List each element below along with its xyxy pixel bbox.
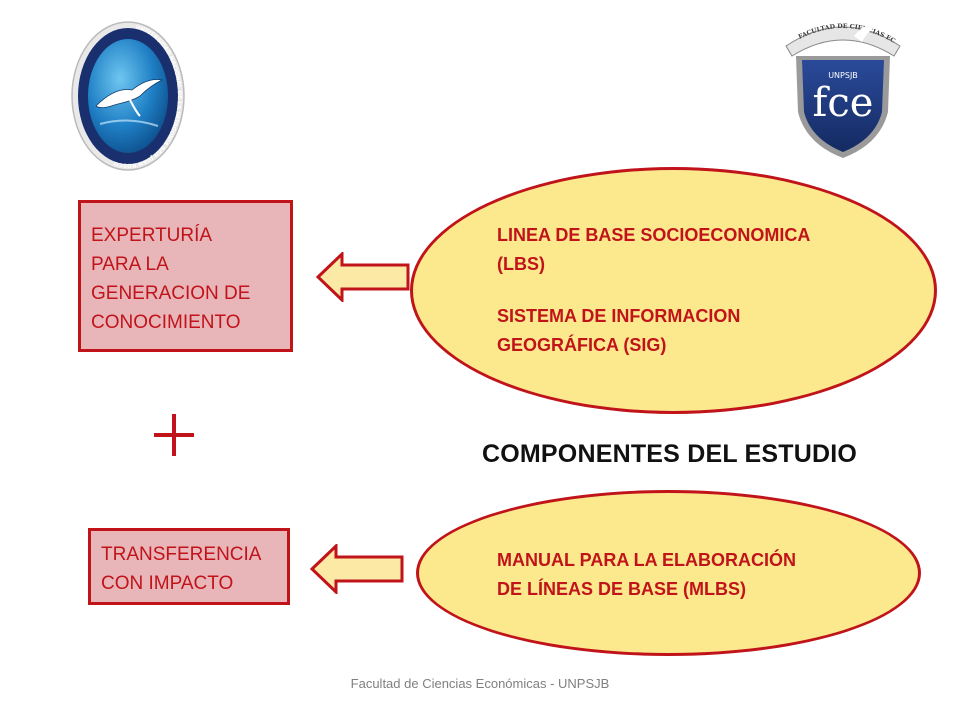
unpsjb-logo: UNIVERSIDAD NACIONAL DE LA PATAGONIA SAN… [70, 20, 186, 172]
sig-line-1: SISTEMA DE INFORMACION [497, 306, 741, 326]
fce-sub-text: UNPSJB [828, 71, 858, 80]
transfer-box: TRANSFERENCIA CON IMPACTO [88, 528, 290, 605]
left-arrow-icon [310, 544, 404, 594]
expertise-line-3: GENERACION DE [91, 283, 251, 304]
fce-letters: fce [813, 80, 874, 126]
transfer-line-2: CON IMPACTO [101, 573, 234, 594]
expertise-line-4: CONOCIMIENTO [91, 312, 241, 333]
components-ellipse-bottom [416, 490, 921, 656]
fce-logo: FACULTAD DE CIENCIAS ECONOMICAS UNPSJB f… [777, 7, 906, 162]
transfer-line-1: TRANSFERENCIA [101, 544, 262, 565]
mlbs-line-1: MANUAL PARA LA ELABORACIÓN [497, 550, 796, 570]
components-top-text: LINEA DE BASE SOCIOECONOMICA (LBS) SISTE… [497, 221, 810, 360]
expertise-box: EXPERTURÍA PARA LA GENERACION DE CONOCIM… [78, 200, 293, 352]
spacer [497, 279, 810, 302]
mlbs-line-2: DE LÍNEAS DE BASE (MLBS) [497, 579, 747, 599]
sig-line-2: GEOGRÁFICA (SIG) [497, 335, 667, 355]
components-ellipse-top [410, 167, 937, 414]
section-title: COMPONENTES DEL ESTUDIO [482, 440, 858, 468]
expertise-line-1: EXPERTURÍA [91, 225, 213, 246]
fce-shield-icon: FACULTAD DE CIENCIAS ECONOMICAS UNPSJB f… [777, 7, 901, 158]
components-bottom-text: MANUAL PARA LA ELABORACIÓN DE LÍNEAS DE … [497, 546, 796, 604]
unpsjb-seal-icon: UNIVERSIDAD NACIONAL DE LA PATAGONIA SAN… [71, 21, 185, 171]
left-arrow-icon [316, 252, 410, 302]
lbs-line-1: LINEA DE BASE SOCIOECONOMICA [497, 225, 811, 245]
footer-text: Facultad de Ciencias Económicas - UNPSJB [350, 676, 610, 691]
lbs-line-2: (LBS) [497, 254, 545, 274]
expertise-line-2: PARA LA [91, 254, 169, 275]
plus-symbol: + [152, 410, 153, 411]
plus-icon: + [152, 410, 194, 456]
